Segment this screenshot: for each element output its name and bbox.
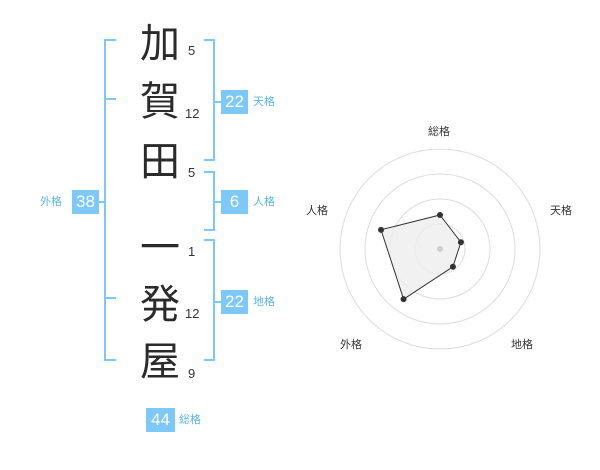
name-char-6: 屋: [140, 339, 180, 385]
gaikaku-label: 外格: [40, 195, 62, 208]
radar-axis-label-gaikaku: 外格: [340, 338, 362, 351]
radar-area: [380, 214, 462, 300]
tenkaku-label: 天格: [253, 95, 275, 108]
radar-axis-label-jinkaku: 人格: [306, 204, 328, 217]
soukaku-label: 総格: [179, 413, 201, 426]
name-char-3: 田: [140, 139, 180, 185]
name-char-2: 賀: [140, 79, 180, 125]
radar-axis-label-tenkaku: 天格: [550, 204, 572, 217]
tenkaku-value-badge: 22: [221, 90, 248, 114]
radar-axis-label-chikaku: 地格: [511, 338, 533, 351]
chikaku-bracket: [204, 239, 215, 361]
chikaku-label: 地格: [253, 295, 275, 308]
stroke-count-1: 5: [188, 43, 196, 58]
jinkaku-label: 人格: [253, 195, 275, 208]
stroke-count-3: 5: [188, 165, 196, 180]
radar-point-3: [449, 263, 456, 270]
soukaku-value-badge: 44: [146, 408, 175, 432]
name-char-5: 発: [140, 282, 180, 328]
radar-axis-label-soukaku: 総格: [428, 125, 450, 138]
name-char-1: 加: [140, 21, 180, 67]
radar-point-1: [437, 212, 443, 218]
chikaku-value-badge: 22: [221, 290, 248, 314]
stroke-count-4: 1: [188, 244, 196, 259]
name-char-4: 一: [140, 225, 180, 271]
radar-ring-1: [339, 148, 541, 350]
tenkaku-bracket: [204, 39, 215, 161]
radar-center-dot: [437, 246, 443, 252]
radar-point-2: [457, 239, 464, 246]
gaikaku-bracket: [104, 39, 116, 361]
jinkaku-value-badge: 6: [221, 190, 248, 214]
radar-point-4: [400, 296, 407, 303]
stroke-count-6: 9: [188, 366, 196, 381]
stroke-count-5: 12: [185, 306, 200, 321]
stroke-count-2: 12: [185, 106, 200, 121]
gaikaku-value-badge: 38: [72, 190, 99, 214]
radar-ring-2: [364, 173, 516, 325]
radar-point-5: [378, 226, 385, 233]
jinkaku-bracket: [204, 171, 215, 231]
